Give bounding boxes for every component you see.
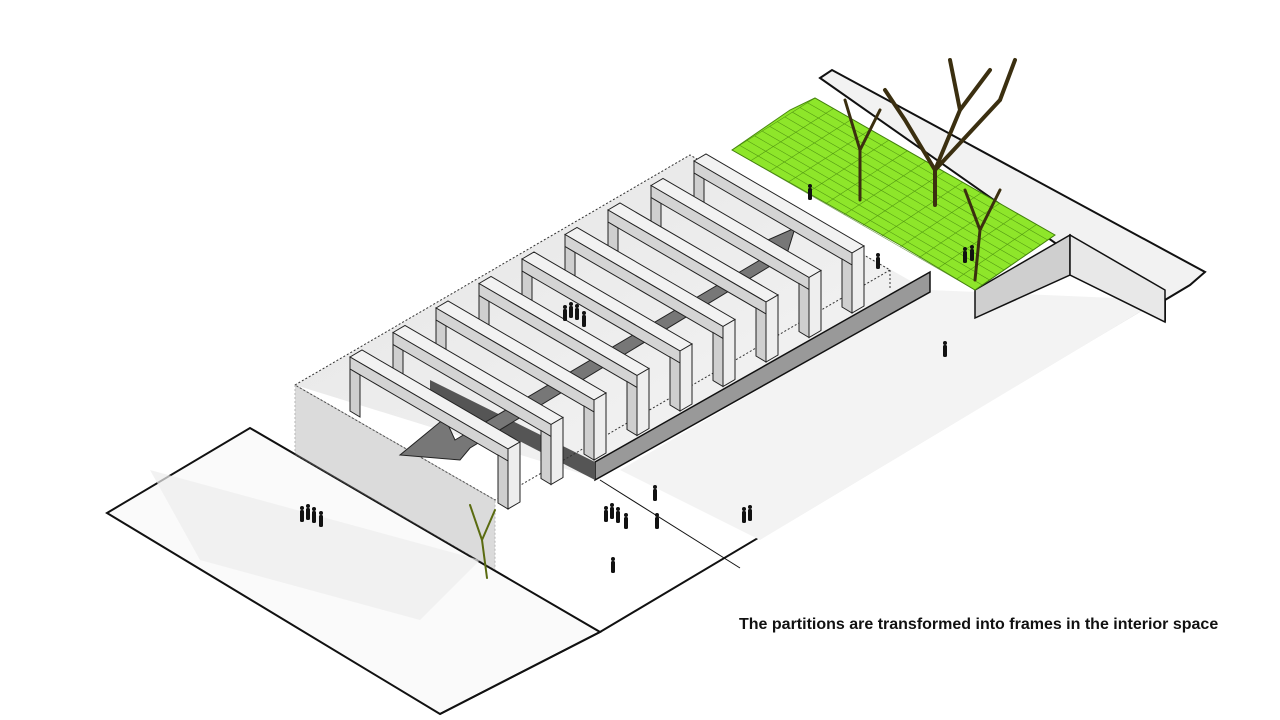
portal-frame xyxy=(693,153,865,314)
retaining-wall xyxy=(818,68,1207,324)
person-figure xyxy=(748,505,752,521)
people-figures xyxy=(300,184,974,573)
person-figure xyxy=(624,513,628,529)
person-figure xyxy=(943,341,947,357)
portal-frame xyxy=(650,177,822,339)
person-figure xyxy=(808,184,812,200)
person-figure xyxy=(563,305,567,321)
person-figure xyxy=(963,247,967,263)
portal-frame xyxy=(607,202,779,363)
person-figure xyxy=(582,311,586,327)
person-figure xyxy=(604,506,608,522)
portal-frames xyxy=(349,153,865,510)
person-figure xyxy=(306,504,310,520)
person-figure xyxy=(970,245,974,261)
person-figure xyxy=(312,507,316,523)
person-figure xyxy=(876,253,880,269)
person-figure xyxy=(319,511,323,527)
person-figure xyxy=(611,557,615,573)
person-figure xyxy=(610,503,614,519)
portal-frame xyxy=(435,300,607,461)
site-ground xyxy=(105,271,1206,716)
person-figure xyxy=(575,304,579,320)
person-figure xyxy=(300,506,304,522)
person-figure xyxy=(616,507,620,523)
person-figure xyxy=(655,513,659,529)
portal-frame xyxy=(349,349,521,510)
portal-frame xyxy=(564,226,736,388)
person-figure xyxy=(653,485,657,501)
person-figure xyxy=(742,507,746,523)
trees xyxy=(469,58,1017,579)
portal-frame xyxy=(478,275,650,437)
person-figure xyxy=(569,302,573,318)
diagram-caption: The partitions are transformed into fram… xyxy=(739,616,1219,633)
